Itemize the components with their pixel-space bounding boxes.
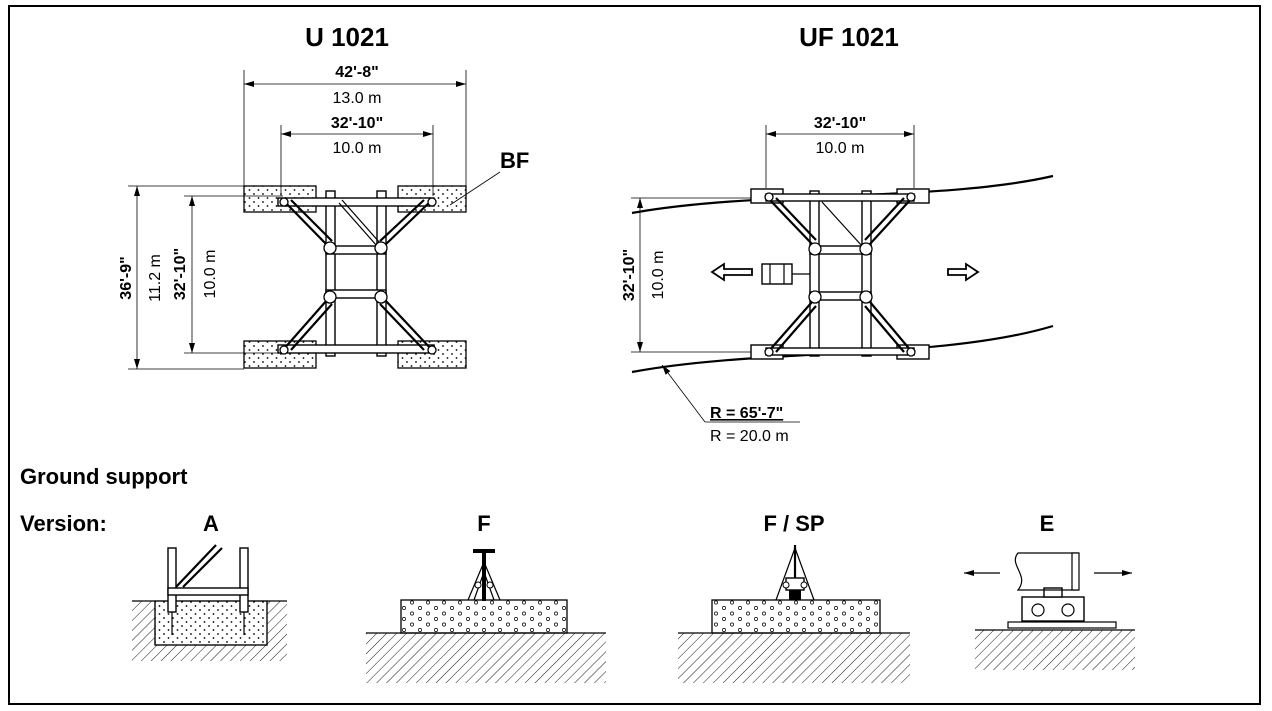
travel-left-arrow-icon xyxy=(710,262,753,282)
version-a-label: A xyxy=(203,511,219,536)
version-fsp-detail: F / SP xyxy=(678,511,910,683)
uf1021-radius-m: R = 20.0 m xyxy=(710,428,789,445)
u1021-title: U 1021 xyxy=(305,22,389,52)
uf1021-plan: UF 1021 32'-10" 10.0 m 32'-10" 10.0 m xyxy=(621,22,1054,445)
u1021-outer-height-ft: 36'-9" xyxy=(118,256,135,299)
version-e-detail: E xyxy=(964,511,1135,670)
u1021-bf-label: BF xyxy=(500,148,529,173)
u1021-inner-width-m: 10.0 m xyxy=(333,140,382,157)
version-fsp-label: F / SP xyxy=(763,511,824,536)
version-f-detail: F xyxy=(366,511,606,683)
uf1021-width-ft: 32'-10" xyxy=(814,115,866,132)
version-label: Version: xyxy=(20,511,107,536)
u1021-inner-height-ft: 32'-10" xyxy=(172,248,189,300)
u1021-inner-height-m: 10.0 m xyxy=(202,250,219,299)
uf1021-height-ft: 32'-10" xyxy=(621,249,638,301)
drawing-frame xyxy=(8,5,1261,705)
u1021-outer-height-m: 11.2 m xyxy=(147,254,164,302)
uf1021-radius-ft: R = 65'-7" xyxy=(710,405,783,422)
travel-right-arrow-icon xyxy=(947,262,980,282)
ground-support-heading: Ground support xyxy=(20,464,188,489)
version-e-label: E xyxy=(1040,511,1055,536)
u1021-plan: U 1021 42'-8" 13.0 m 32'-10" 10.0 m BF 3… xyxy=(118,22,529,370)
uf1021-title: UF 1021 xyxy=(799,22,899,52)
version-f-label: F xyxy=(477,511,490,536)
u1021-inner-width-ft: 32'-10" xyxy=(331,115,383,132)
u1021-outer-width-m: 13.0 m xyxy=(333,90,382,107)
version-a-detail: A xyxy=(132,511,287,661)
u1021-outer-width-ft: 42'-8" xyxy=(335,64,378,81)
uf1021-width-m: 10.0 m xyxy=(816,140,865,157)
uf1021-height-m: 10.0 m xyxy=(650,251,667,300)
